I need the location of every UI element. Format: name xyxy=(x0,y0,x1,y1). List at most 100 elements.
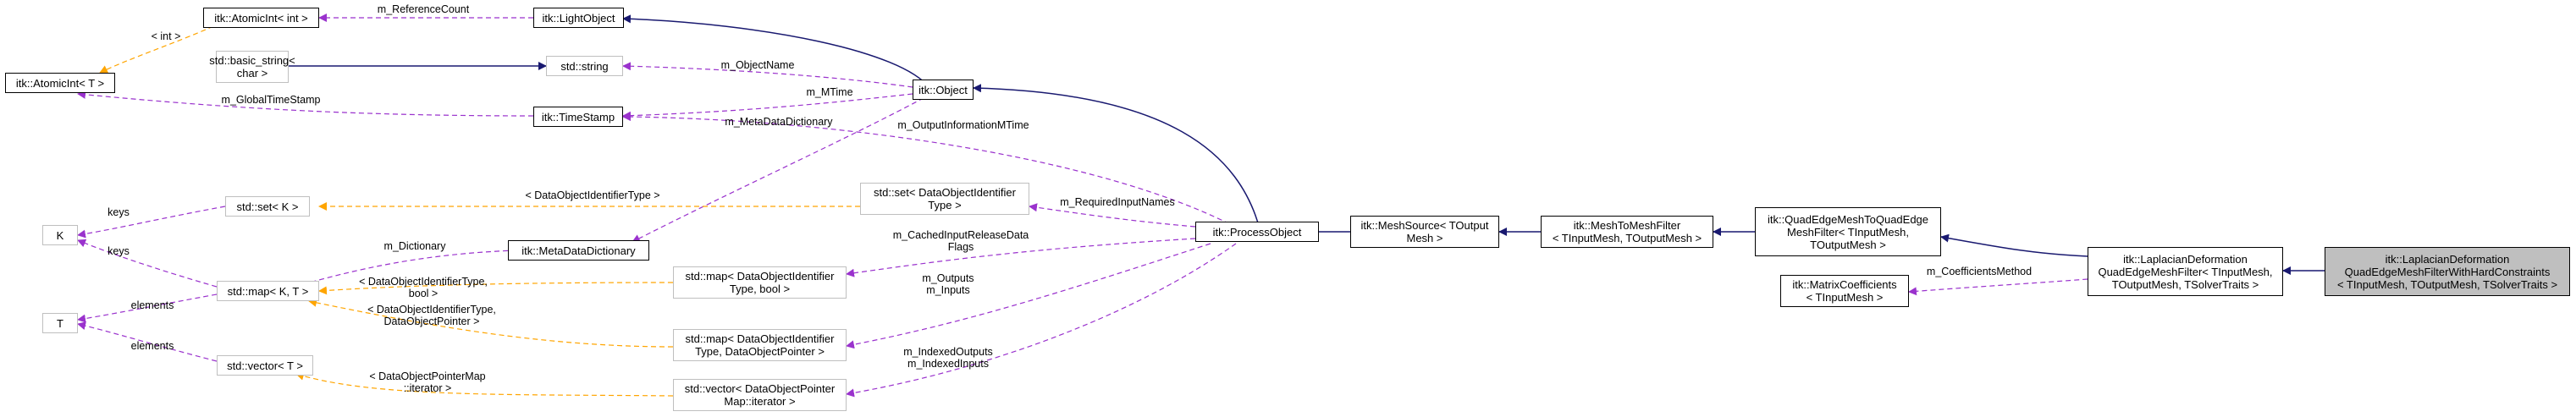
node-map-pointer[interactable]: std::map< DataObjectIdentifier Type, Dat… xyxy=(673,329,847,361)
node-map-bool[interactable]: std::map< DataObjectIdentifier Type, boo… xyxy=(673,266,847,299)
edge-quadedge-laplacian xyxy=(1940,233,2088,257)
edge-label-elements-map: elements xyxy=(130,299,174,311)
node-string-label: std::string xyxy=(560,59,609,73)
node-laplacian-line-2: QuadEdgeMeshFilter< TInputMesh, xyxy=(2098,265,2273,278)
edge-label-indexed-outputs-inputs: m_IndexedOutputs m_IndexedInputs xyxy=(889,346,1007,370)
edge-label-elements-vector: elements xyxy=(130,340,174,352)
edge-label-required-input-names: m_RequiredInputNames xyxy=(1060,196,1175,208)
node-laplacian-line-1: itk::LaplacianDeformation xyxy=(2123,252,2248,266)
edge-timestamp-processobject xyxy=(622,112,1245,233)
edge-label-indexed-inputs: m_IndexedInputs xyxy=(907,358,989,370)
node-set-k-label: std::set< K > xyxy=(236,200,299,213)
node-map-pointer-line-1: std::map< DataObjectIdentifier xyxy=(685,332,835,345)
node-map-kt[interactable]: std::map< K, T > xyxy=(217,281,319,301)
node-quadedge-line-2: MeshFilter< TInputMesh, xyxy=(1787,225,1909,239)
edge-mapbool-processobject xyxy=(846,238,1196,277)
edge-label-reference-count: m_ReferenceCount xyxy=(377,3,470,15)
edge-timestamp-object xyxy=(622,93,913,120)
edge-label-global-timestamp: m_GlobalTimeStamp xyxy=(221,94,321,106)
node-k-label: K xyxy=(56,228,64,242)
node-vector-t-label: std::vector< T > xyxy=(227,359,303,372)
edge-label-keys-map: keys xyxy=(108,245,130,257)
edge-map-metadata xyxy=(291,250,517,290)
edge-label-identifier-bool: < DataObjectIdentifierType, bool > xyxy=(339,276,508,299)
node-quadedge-filter[interactable]: itk::QuadEdgeMeshToQuadEdge MeshFilter< … xyxy=(1755,207,1941,256)
edge-matrixcoefficients-laplacian xyxy=(1908,278,2088,296)
edge-label-pointermap-line-1: < DataObjectPointerMap xyxy=(369,370,486,382)
node-set-dataobject-line-2: Type > xyxy=(928,199,962,211)
edge-label-mtime: m_MTime xyxy=(806,86,853,98)
edge-template-atomicint xyxy=(99,25,214,74)
edge-label-cached-input-release: m_CachedInputReleaseData Flags xyxy=(868,229,1054,253)
edge-label-outputs: m_Outputs xyxy=(922,272,974,284)
edge-lightobject-object xyxy=(622,14,930,89)
node-quadedge-line-1: itk::QuadEdgeMeshToQuadEdge xyxy=(1767,212,1929,226)
node-set-dataobject[interactable]: std::set< DataObjectIdentifier Type > xyxy=(860,183,1029,215)
node-vector-t[interactable]: std::vector< T > xyxy=(217,355,313,376)
node-matrixcoefficients-line-2: < TInputMesh > xyxy=(1806,291,1884,304)
node-focus-line-2: QuadEdgeMeshFilterWithHardConstraints xyxy=(2344,265,2551,278)
node-metadatadictionary[interactable]: itk::MetaDataDictionary xyxy=(508,240,649,261)
node-matrixcoefficients-line-1: itk::MatrixCoefficients xyxy=(1792,278,1897,291)
node-string[interactable]: std::string xyxy=(546,56,623,76)
node-atomicint-t-label: itk::AtomicInt< T > xyxy=(15,76,105,90)
node-timestamp[interactable]: itk::TimeStamp xyxy=(533,107,623,127)
edge-t-map xyxy=(77,294,218,323)
node-k[interactable]: K xyxy=(42,225,78,245)
node-processobject[interactable]: itk::ProcessObject xyxy=(1195,222,1319,242)
node-t[interactable]: T xyxy=(42,313,78,333)
node-focus-class: itk::LaplacianDeformation QuadEdgeMeshFi… xyxy=(2325,247,2570,296)
edge-template-map-bool xyxy=(318,282,674,295)
node-meshsource-line-2: Mesh > xyxy=(1406,232,1443,244)
node-meshsource-line-1: itk::MeshSource< TOutput xyxy=(1360,219,1489,232)
node-map-pointer-line-2: Type, DataObjectPointer > xyxy=(695,345,825,358)
node-t-label: T xyxy=(57,316,63,330)
edge-label-output-info-mtime: m_OutputInformationMTime xyxy=(897,119,1029,131)
node-matrixcoefficients[interactable]: itk::MatrixCoefficients < TInputMesh > xyxy=(1780,275,1909,307)
edge-mappointer-processobject xyxy=(846,243,1211,349)
edge-label-dataobject-identifier-type: < DataObjectIdentifierType > xyxy=(525,189,660,201)
node-meshtomeshfilter-line-2: < TInputMesh, TOutputMesh > xyxy=(1552,232,1702,244)
edge-t-vector xyxy=(77,321,218,362)
edge-label-identifier-pointer-line-2: DataObjectPointer > xyxy=(383,315,480,327)
node-meshtomeshfilter[interactable]: itk::MeshToMeshFilter < TInputMesh, TOut… xyxy=(1541,216,1713,248)
node-laplacian-filter[interactable]: itk::LaplacianDeformation QuadEdgeMeshFi… xyxy=(2088,247,2283,296)
edge-template-vector xyxy=(295,371,674,397)
node-focus-line-3: < TInputMesh, TOutputMesh, TSolverTraits… xyxy=(2336,277,2558,291)
edge-object-processobject xyxy=(973,84,1261,233)
node-laplacian-line-3: TOutputMesh, TSolverTraits > xyxy=(2111,277,2259,291)
node-set-k[interactable]: std::set< K > xyxy=(225,196,310,217)
edge-label-metadata-dictionary: m_MetaDataDictionary xyxy=(725,116,833,128)
node-atomicint-int[interactable]: itk::AtomicInt< int > xyxy=(203,8,319,28)
edge-label-identifier-bool-line-2: bool > xyxy=(408,288,439,299)
node-vector-pointer[interactable]: std::vector< DataObjectPointer Map::iter… xyxy=(673,379,847,411)
edge-label-identifier-pointer: < DataObjectIdentifierType, DataObjectPo… xyxy=(339,304,525,327)
node-object[interactable]: itk::Object xyxy=(913,80,974,100)
node-metadatadictionary-label: itk::MetaDataDictionary xyxy=(521,244,636,257)
edge-string-object xyxy=(622,62,913,88)
node-meshtomeshfilter-line-1: itk::MeshToMeshFilter xyxy=(1573,219,1681,232)
node-basic-string[interactable]: std::basic_string< char > xyxy=(209,51,295,83)
node-lightobject[interactable]: itk::LightObject xyxy=(533,8,624,28)
node-basic-string-line-2: char > xyxy=(236,67,268,80)
node-atomicint-int-label: itk::AtomicInt< int > xyxy=(214,11,308,25)
edge-template-map-pointer xyxy=(308,298,674,348)
node-lightobject-label: itk::LightObject xyxy=(542,11,615,25)
node-map-bool-line-1: std::map< DataObjectIdentifier xyxy=(685,270,835,283)
node-map-bool-line-2: Type, bool > xyxy=(729,283,791,295)
node-quadedge-line-3: TOutputMesh > xyxy=(1810,238,1886,251)
edge-set-processobject xyxy=(1029,203,1196,228)
edge-label-identifier-bool-line-1: < DataObjectIdentifierType, xyxy=(359,276,488,288)
edge-label-dictionary: m_Dictionary xyxy=(383,240,446,252)
node-atomicint-t[interactable]: itk::AtomicInt< T > xyxy=(5,73,115,93)
edge-label-object-name: m_ObjectName xyxy=(720,59,795,71)
node-meshsource[interactable]: itk::MeshSource< TOutput Mesh > xyxy=(1350,216,1499,248)
edge-metadata-object xyxy=(632,93,932,243)
edge-label-indexed-outputs: m_IndexedOutputs xyxy=(903,346,993,358)
edge-label-pointermap-iterator: < DataObjectPointerMap ::iterator > xyxy=(347,370,508,394)
edge-label-pointermap-line-2: ::iterator > xyxy=(403,382,452,394)
edge-label-keys-set: keys xyxy=(108,206,130,218)
node-basic-string-line-1: std::basic_string< xyxy=(209,54,295,67)
node-processobject-label: itk::ProcessObject xyxy=(1212,225,1302,239)
